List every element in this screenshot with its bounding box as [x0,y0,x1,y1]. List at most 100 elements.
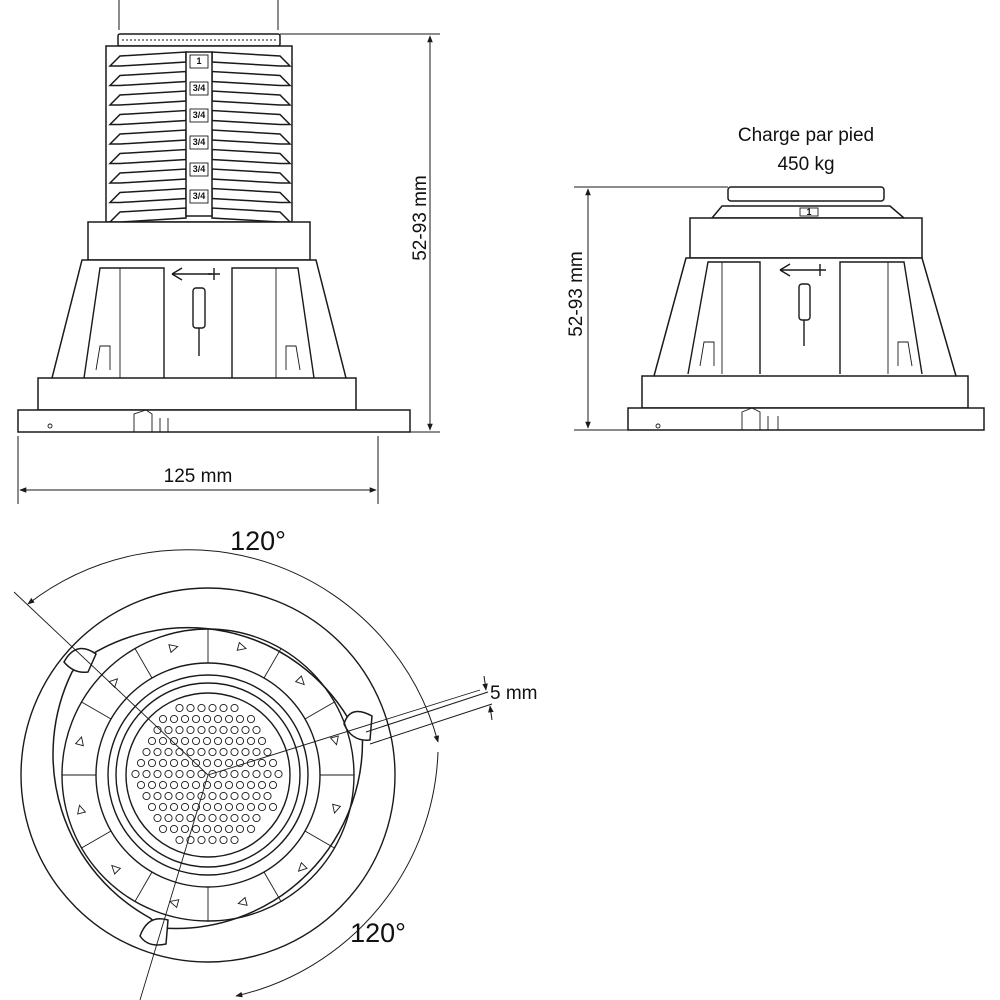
segment-arrow [169,899,180,909]
hole [164,747,173,757]
hole [169,714,179,724]
hole [246,714,256,724]
segment-arrow [294,675,305,686]
hole [241,769,250,779]
hole [153,747,162,757]
hole [186,791,195,801]
hole [252,813,261,823]
hole [197,835,206,845]
hole [164,813,173,823]
hole [191,802,201,812]
hole [180,758,190,768]
hole [213,802,223,812]
hole [186,747,195,757]
shim-label: 3/4 [193,110,206,120]
screwdriver-icon [192,287,206,356]
hole [164,769,173,779]
hole [213,714,223,724]
hole [186,725,195,735]
hole [219,747,228,757]
hole [274,769,283,779]
shim-tag [189,54,209,69]
hole [158,824,168,834]
hole [153,791,162,801]
hole [136,780,146,790]
shim-tag [189,81,209,96]
hole [186,703,195,713]
hole [224,824,234,834]
hole [153,769,162,779]
hole [175,725,184,735]
hole [169,758,179,768]
hole [197,725,206,735]
hole [186,813,195,823]
shim-label: 3/4 [193,137,206,147]
hole [142,791,151,801]
angle-label-bottom: 120° [350,918,406,948]
hole [235,736,245,746]
segment-arrow [237,896,248,906]
hole [147,758,157,768]
segment-divider [134,871,153,902]
segment-arrow [297,861,308,872]
hole [175,769,184,779]
hole [202,780,212,790]
hole [268,758,278,768]
hole [213,824,223,834]
hole [169,824,179,834]
hole [169,802,179,812]
hole [235,758,245,768]
hole [197,769,206,779]
hole [208,813,217,823]
shim-tag [189,162,209,177]
hole [197,703,206,713]
hole [202,714,212,724]
segment-divider [304,701,335,720]
hole [197,813,206,823]
hole [202,824,212,834]
perforated-plate [131,703,283,845]
hole [235,714,245,724]
hole [175,835,184,845]
side-view: Charge par pied 450 kg 1 52-93 mm [566,125,985,431]
hole [136,758,146,768]
hole [208,725,217,735]
hole [230,703,239,713]
hole [257,802,267,812]
hole [219,813,228,823]
hole [158,714,168,724]
hole [191,758,201,768]
hole [224,802,234,812]
hole [246,780,256,790]
hole [197,791,206,801]
hole [246,736,256,746]
shim-label: 3/4 [193,191,206,201]
segment-divider [81,830,112,849]
hole [147,780,157,790]
segment-divider [81,701,112,720]
hole [263,747,272,757]
hole [208,703,217,713]
slot-width-label: 5 mm [490,683,538,704]
segment-divider [263,871,282,902]
hole [153,813,162,823]
segment-arrow [74,736,84,747]
hole [180,824,190,834]
hole [213,758,223,768]
hole [208,747,217,757]
hole [257,736,267,746]
hole [219,703,228,713]
hole [153,725,162,735]
shim-label-strip [185,51,213,217]
segment-arrow [329,735,339,746]
hole [230,835,239,845]
hole [131,769,140,779]
hole [208,769,217,779]
side-shim-label: 1 [806,207,811,217]
segment-divider [304,830,335,849]
hole [202,736,212,746]
hole [147,736,157,746]
hole [224,758,234,768]
hole [169,736,179,746]
hole [186,769,195,779]
